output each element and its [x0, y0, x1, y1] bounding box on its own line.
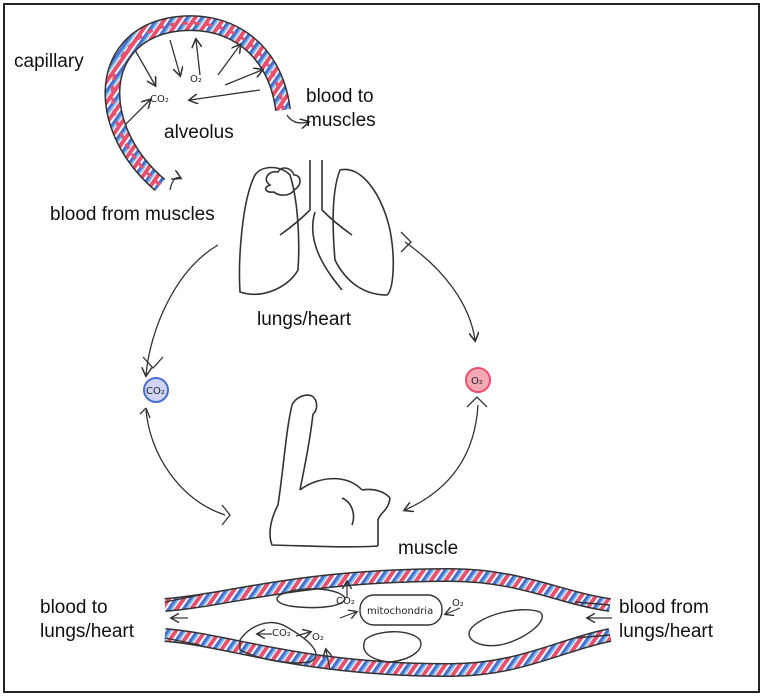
- o2-cell-label: O₂: [471, 376, 483, 387]
- muscle-gas-arrows: [172, 582, 612, 671]
- co2-vessel-top-label: CO₂: [336, 596, 355, 607]
- co2-blood-cell-icon: CO₂: [143, 377, 169, 403]
- blood-from-muscles-label: blood from muscles: [50, 204, 215, 225]
- co2-cell-label: CO₂: [146, 386, 165, 397]
- muscle-cells: [164, 588, 611, 664]
- muscle-label: muscle: [398, 538, 459, 559]
- co2-alveolus-label: CO₂: [150, 94, 169, 105]
- lungs-heart-label: lungs/heart: [257, 309, 352, 330]
- blood-to-muscles-label: blood to muscles: [306, 86, 376, 131]
- flexed-arm-icon: [269, 394, 391, 548]
- o2-alveolus-label: O₂: [190, 74, 202, 85]
- capillary-vessel: [104, 15, 291, 192]
- o2-vessel-bottom-label: O₂: [312, 632, 324, 643]
- blood-to-lungs-heart-label: blood to lungs/heart: [40, 597, 135, 642]
- co2-vessel-left-label: CO₂: [272, 628, 291, 639]
- muscle-vessel: [164, 567, 612, 678]
- mitochondria-label: mitochondria: [367, 606, 433, 617]
- circulation-cycle: [139, 231, 488, 526]
- alveolus-gas-arrows: [124, 40, 308, 191]
- alveolus-label: alveolus: [164, 122, 234, 143]
- capillary-label: capillary: [14, 51, 84, 72]
- o2-vessel-right-label: O₂: [452, 598, 464, 609]
- lungs-icon: [238, 160, 395, 296]
- blood-from-lungs-heart-label: blood from lungs/heart: [619, 597, 714, 642]
- diagram-frame: [3, 3, 760, 693]
- o2-blood-cell-icon: O₂: [465, 367, 491, 393]
